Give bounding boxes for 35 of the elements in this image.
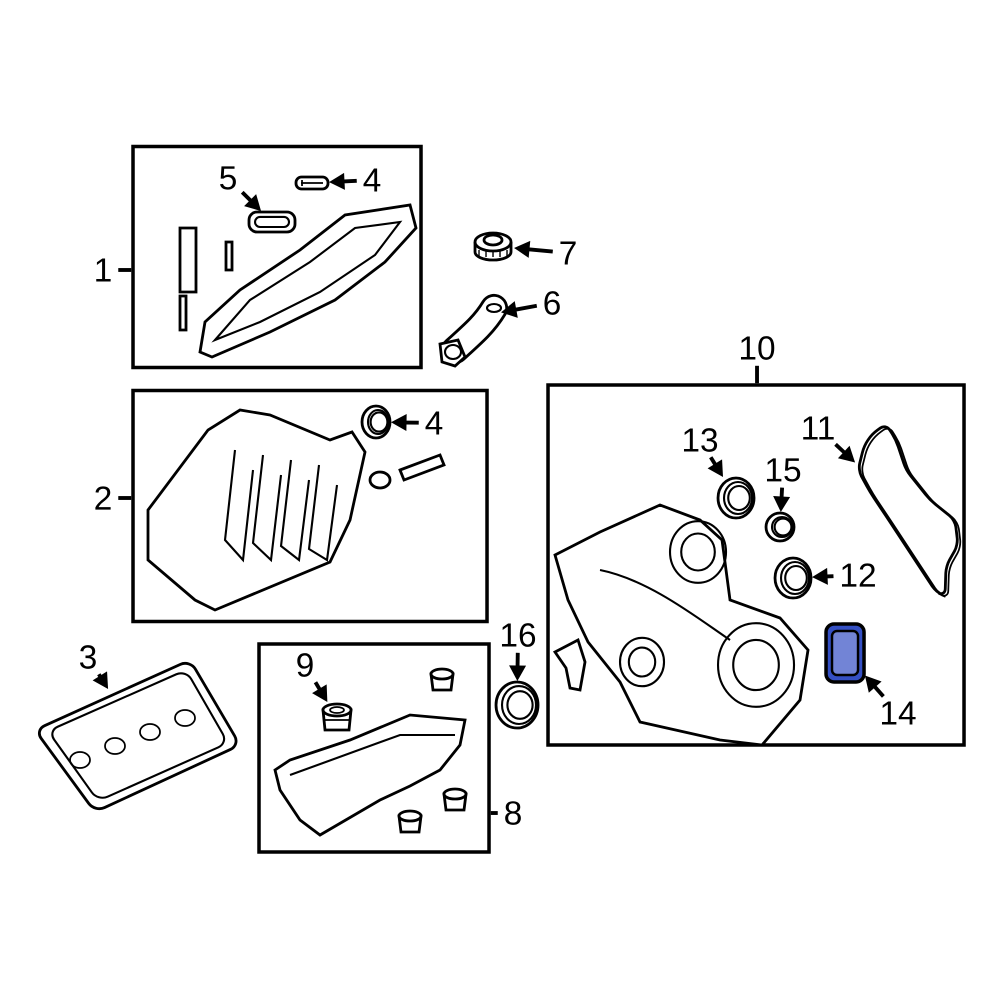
callout-number: 10 [741, 336, 774, 360]
callout-number: 7 [560, 242, 576, 264]
seal-drawing [716, 476, 756, 520]
cap-drawing [474, 232, 512, 262]
manifold-drawing [146, 408, 446, 612]
seal-drawing [360, 404, 392, 440]
group-frame [546, 383, 966, 747]
callout-number: 4 [364, 168, 380, 192]
group-frame [257, 642, 491, 854]
callout-number: 9 [297, 653, 313, 677]
callout-number: 1 [96, 258, 111, 282]
callout-number: 15 [767, 458, 800, 482]
callout-number: 13 [684, 428, 718, 452]
gasket-drawing [248, 210, 296, 234]
o-ring-drawing [294, 176, 330, 190]
callout-number: 16 [502, 623, 536, 647]
leader-line [118, 268, 132, 272]
leader-line [490, 811, 498, 815]
callout-number: 8 [505, 801, 521, 825]
leader-line [755, 366, 759, 384]
group-frame [131, 144, 423, 370]
callout-number: 3 [80, 645, 96, 669]
seal-drawing [774, 556, 812, 600]
callout-number: 11 [803, 416, 834, 440]
gasket-drawing [824, 622, 866, 684]
callout-number: 12 [842, 563, 875, 587]
callout-number: 4 [426, 412, 442, 434]
callout-number: 2 [95, 486, 111, 510]
callout-number: 5 [220, 166, 236, 190]
leader-line [118, 496, 132, 500]
seal-drawing [764, 512, 796, 542]
callout-number: 14 [882, 702, 916, 724]
group-frame [131, 388, 489, 624]
callout-number: 6 [544, 291, 560, 315]
seal-drawing [494, 680, 540, 730]
